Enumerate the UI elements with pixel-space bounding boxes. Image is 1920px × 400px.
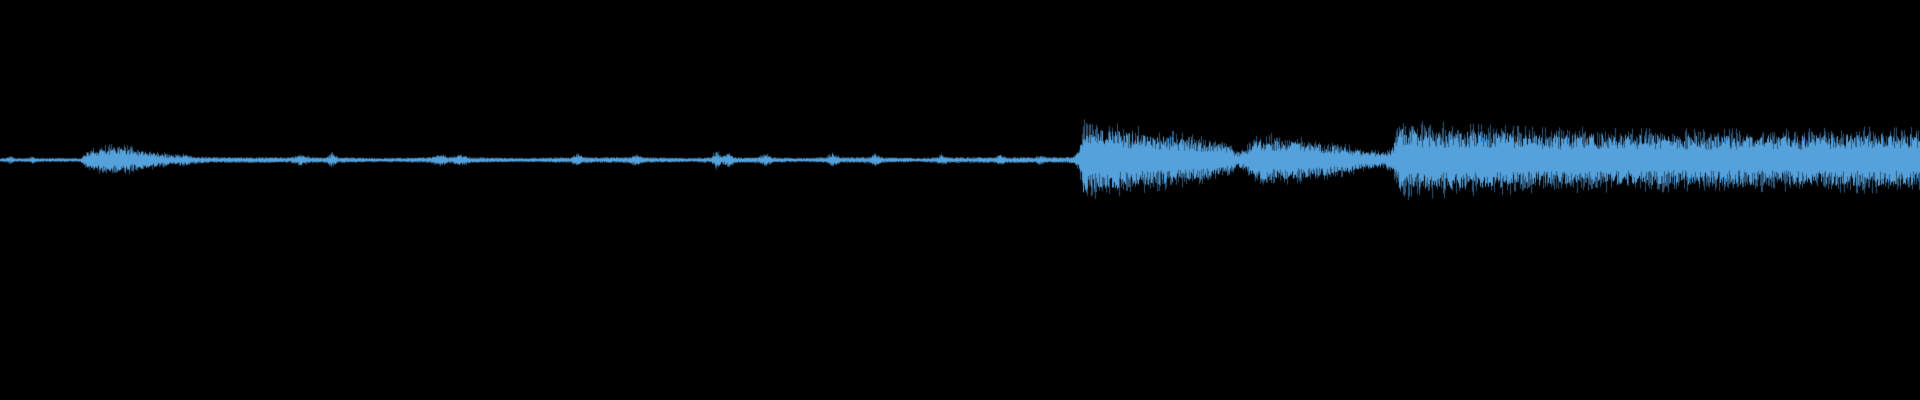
- waveform-display: [0, 0, 1920, 400]
- waveform-canvas: [0, 0, 1920, 400]
